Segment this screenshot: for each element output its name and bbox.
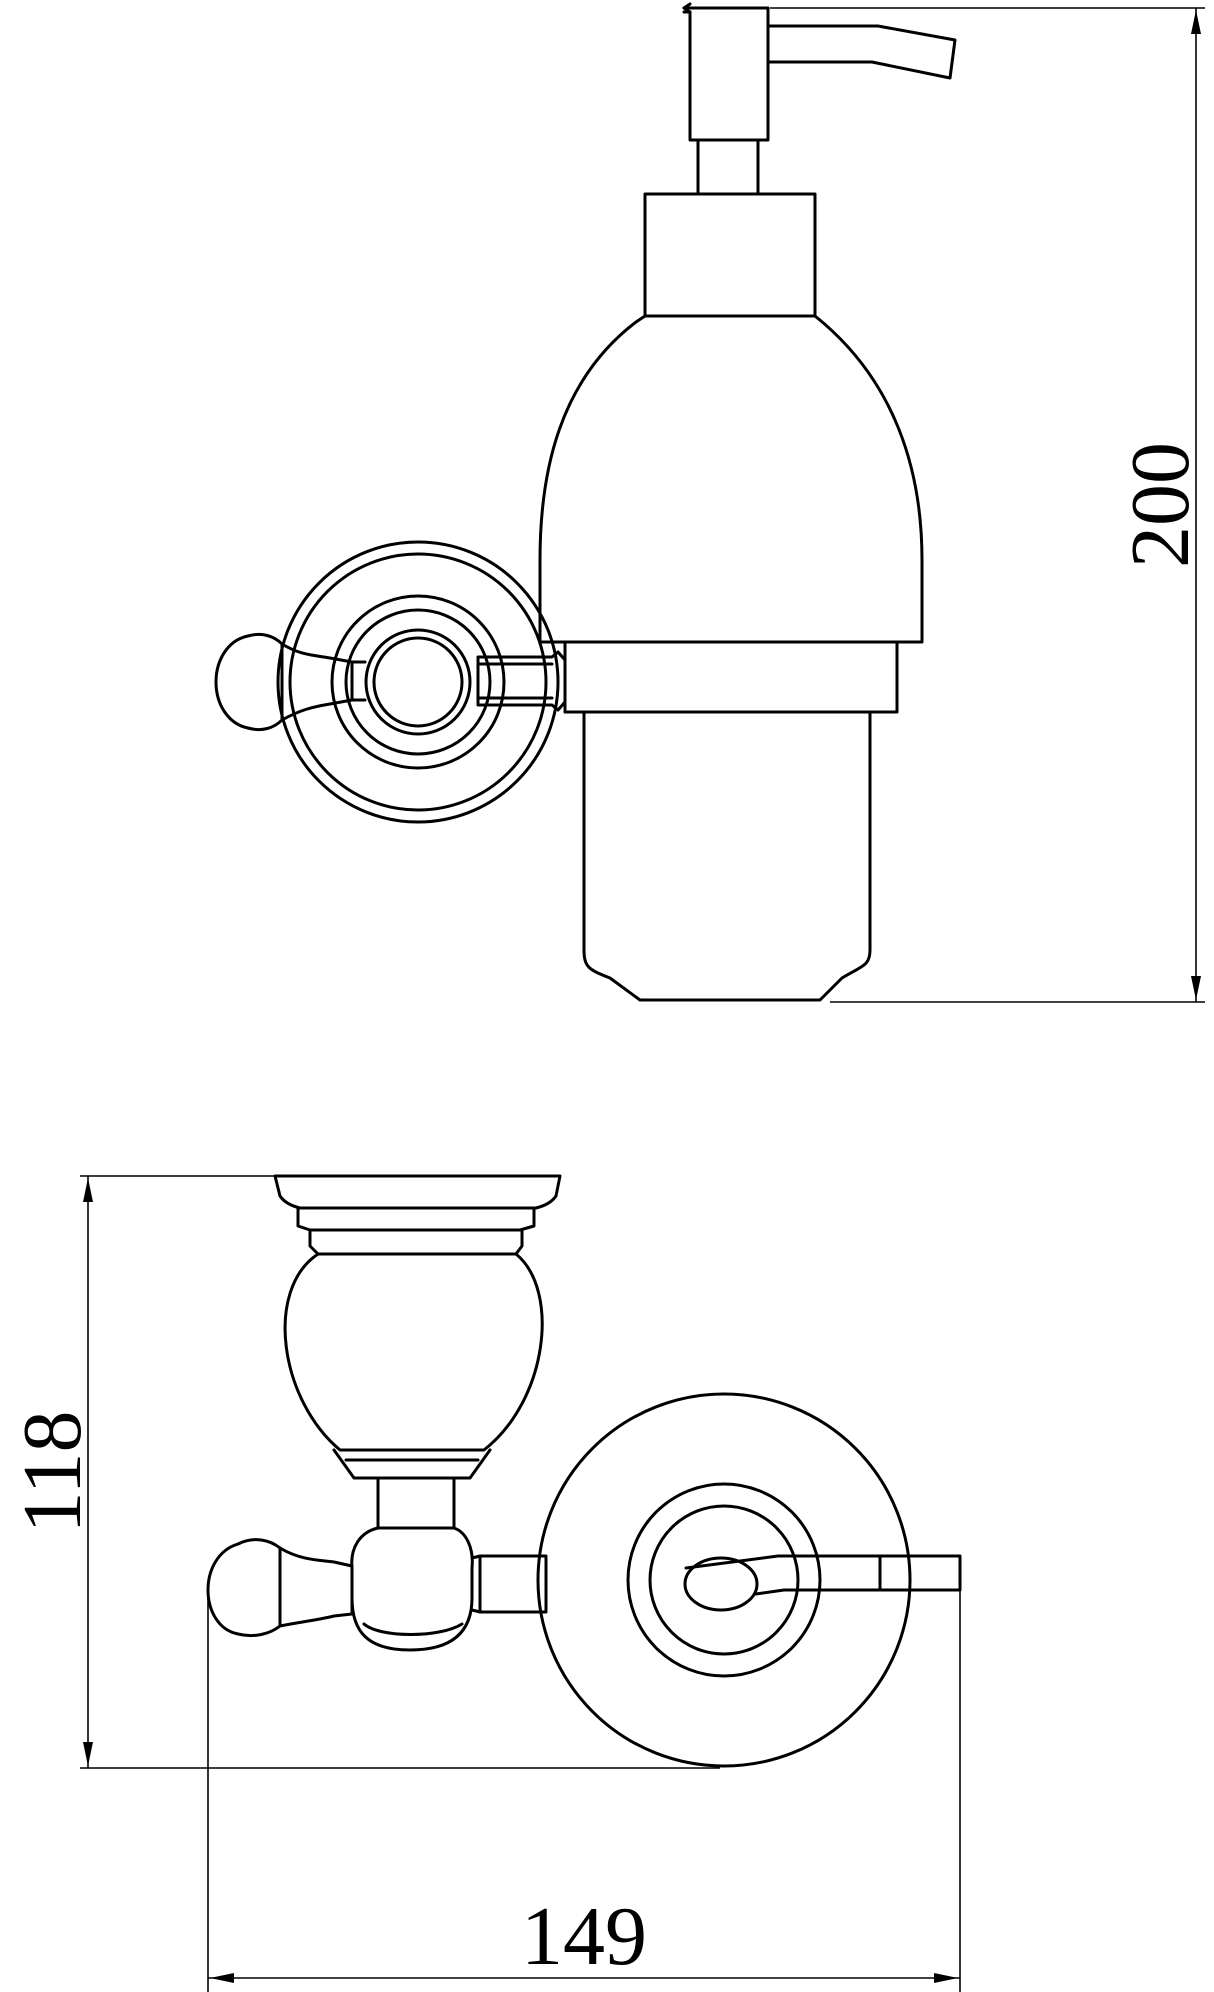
pump-head (684, 4, 955, 194)
holder-ring (565, 642, 897, 712)
top-rosette (538, 1394, 960, 1766)
glass-container (584, 712, 870, 1000)
top-arm (472, 1556, 546, 1612)
collar (645, 194, 815, 316)
wall-mount-rosette (278, 542, 558, 822)
height-dimension: 200 (770, 8, 1207, 1002)
dish-rim (275, 1176, 560, 1254)
ceramic-ball (285, 1254, 542, 1478)
width-label: 149 (521, 1890, 647, 1983)
stem (352, 1478, 473, 1650)
top-finial-knob (208, 1540, 352, 1636)
height-label: 200 (1114, 442, 1207, 568)
depth-label: 118 (6, 1411, 99, 1534)
bottle-body (540, 316, 922, 642)
finial-knob (216, 634, 365, 729)
depth-dimension: 118 (6, 1176, 720, 1768)
top-view (208, 1176, 960, 1766)
width-dimension: 149 (208, 1590, 960, 1992)
side-view (216, 4, 955, 1000)
arm (478, 652, 565, 710)
